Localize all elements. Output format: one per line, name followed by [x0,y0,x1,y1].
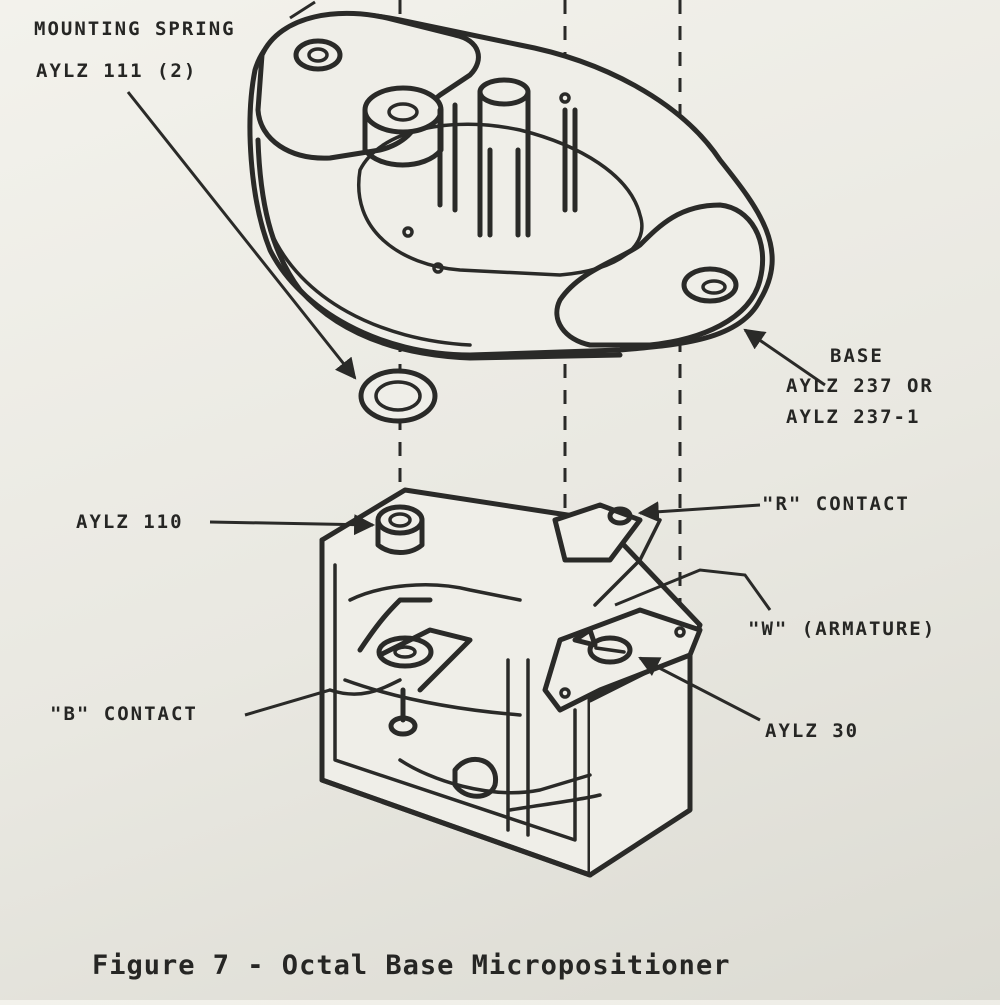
label-w-armature: "W" (ARMATURE) [748,618,937,640]
octal-base-part [247,10,775,361]
switch-body [319,487,703,878]
label-base-part-b: AYLZ 237-1 [786,406,921,428]
mounting-spring-washer [358,368,438,424]
label-base: BASE [830,345,884,367]
label-aylz-30: AYLZ 30 [765,720,860,742]
label-r-contact: "R" CONTACT [762,493,910,515]
label-mounting-spring-part: AYLZ 111 (2) [36,60,198,82]
figure-caption: Figure 7 - Octal Base Micropositioner [92,950,731,981]
label-b-contact: "B" CONTACT [50,703,198,725]
label-mounting-spring: MOUNTING SPRING [34,18,236,40]
label-aylz-110: AYLZ 110 [76,511,184,533]
callout-leaders [126,0,826,722]
label-base-part-a: AYLZ 237 OR [786,375,934,397]
octal-pins [437,77,578,238]
